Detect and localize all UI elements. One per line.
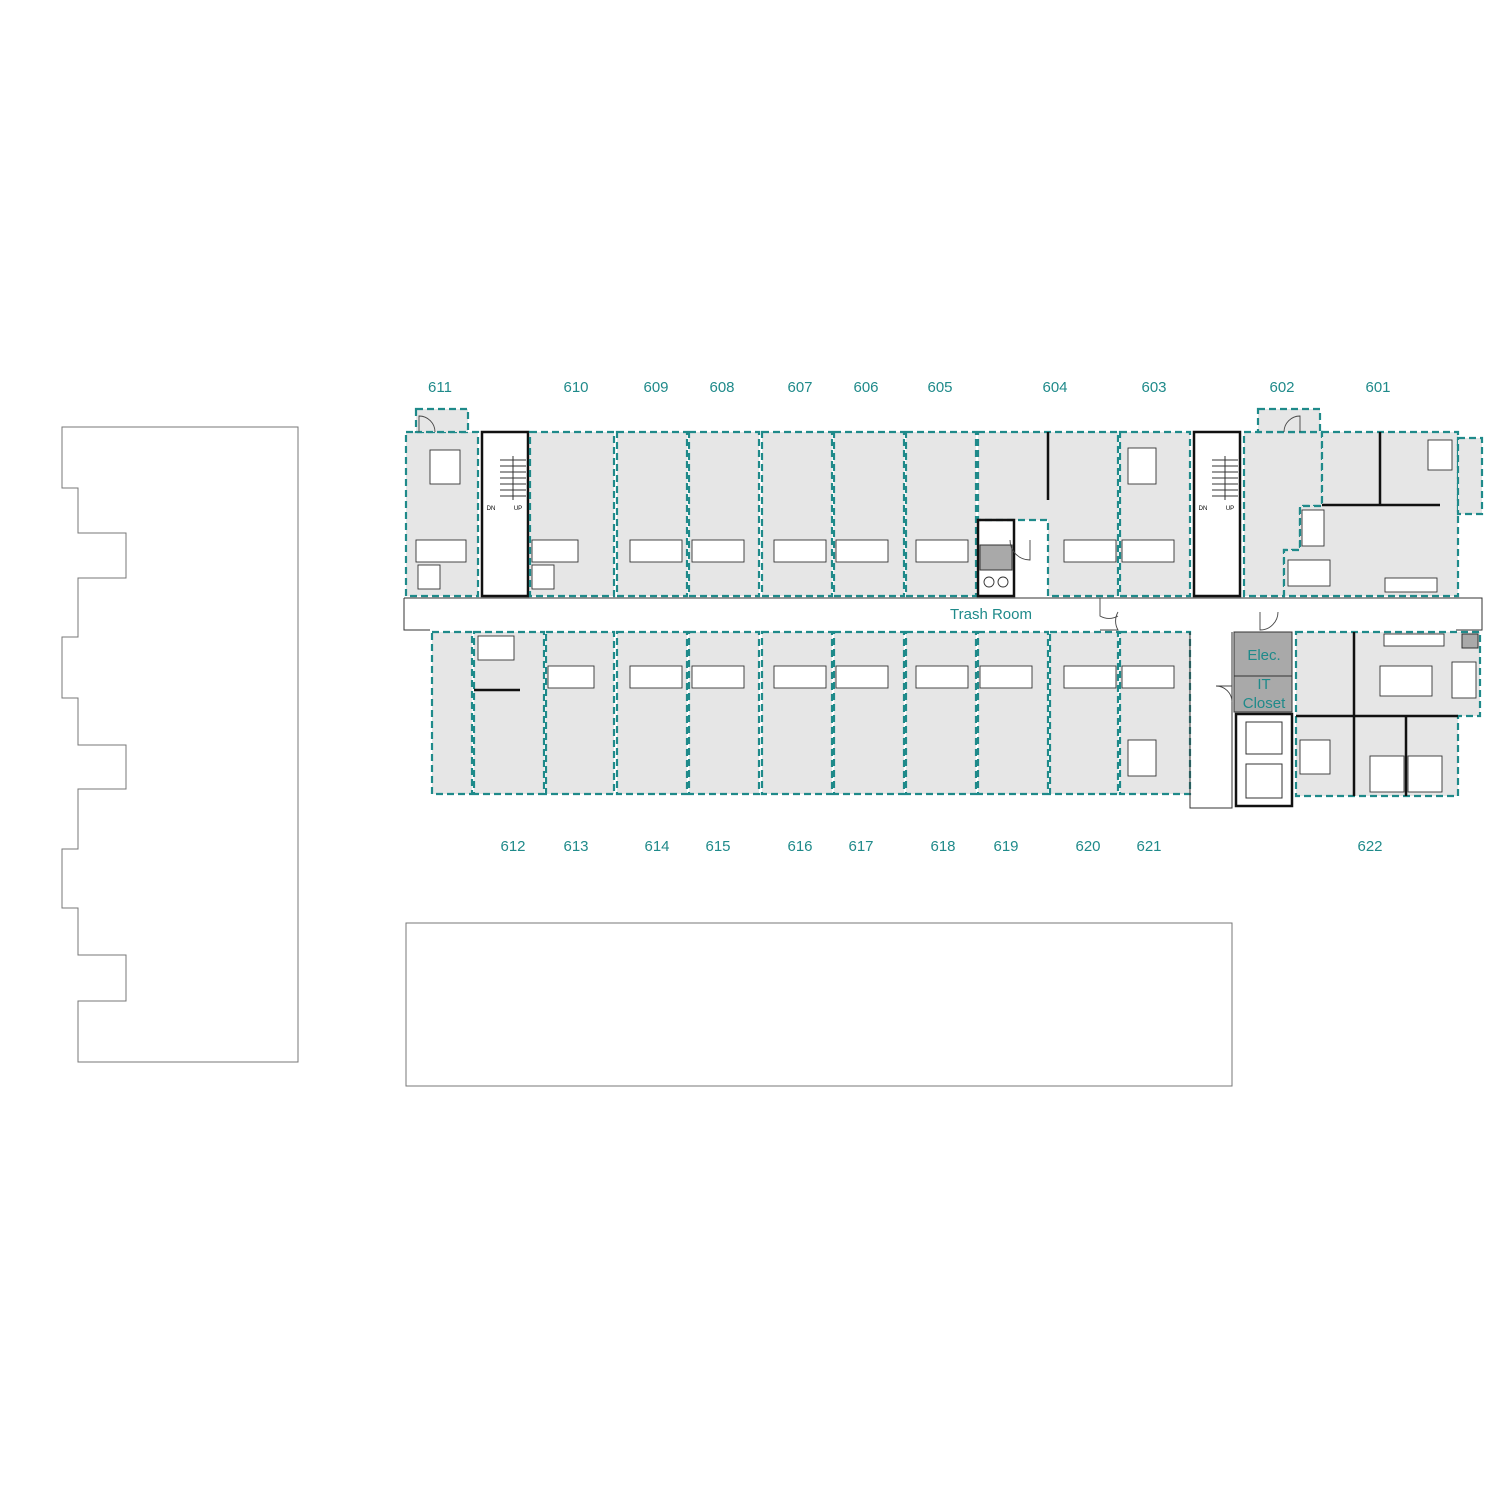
label-614: 614 — [644, 838, 669, 855]
label-611: 611 — [428, 379, 452, 396]
unit-609[interactable] — [615, 430, 689, 598]
it-closet — [1233, 675, 1293, 713]
label-608: 608 — [709, 379, 734, 396]
door-swings — [418, 415, 1301, 703]
building-core — [1189, 632, 1233, 809]
label-621: 621 — [1136, 838, 1161, 855]
unit-614[interactable] — [615, 630, 689, 796]
corridor — [403, 597, 1483, 631]
bottom-units — [430, 630, 1482, 809]
label-620: 620 — [1075, 838, 1100, 855]
unit-601-balcony — [1456, 436, 1484, 516]
unit-617[interactable] — [832, 630, 906, 796]
top-units — [404, 407, 1484, 598]
label-622: 622 — [1357, 838, 1382, 855]
stair-east-treads — [1212, 456, 1238, 500]
bottom-unit-labels: 612 613 614 615 616 617 618 619 620 621 … — [500, 838, 1382, 855]
label-617: 617 — [848, 838, 873, 855]
label-616: 616 — [787, 838, 812, 855]
unit-606[interactable] — [832, 430, 906, 598]
unit-619[interactable] — [976, 630, 1050, 796]
unit-605[interactable] — [904, 430, 978, 598]
label-603: 603 — [1141, 379, 1166, 396]
stair-small — [1461, 633, 1479, 649]
label-607: 607 — [787, 379, 812, 396]
unit-612-balcony — [430, 630, 474, 796]
stair-up-label: UP — [1226, 506, 1234, 512]
bin-icon — [997, 576, 1009, 588]
it-closet-label-line1: IT — [1257, 676, 1270, 693]
elevator-car — [1245, 763, 1283, 799]
adjacent-building-outline — [61, 426, 299, 1063]
label-619: 619 — [993, 838, 1018, 855]
stair-dn-label: DN — [1199, 506, 1208, 512]
unit-615[interactable] — [687, 630, 761, 796]
label-609: 609 — [643, 379, 668, 396]
label-612: 612 — [500, 838, 525, 855]
label-615: 615 — [705, 838, 730, 855]
adjacent-building-outline-bottom — [405, 922, 1233, 1087]
trash-chute — [979, 544, 1013, 571]
elevator-car — [1245, 721, 1283, 755]
label-606: 606 — [853, 379, 878, 396]
top-bathroom-pods — [415, 439, 1453, 593]
label-601: 601 — [1365, 379, 1390, 396]
elec-room-label: Elec. — [1247, 647, 1280, 664]
label-604: 604 — [1042, 379, 1067, 396]
unit-620[interactable] — [1048, 630, 1120, 796]
stair-dn-label: DN — [487, 506, 496, 512]
unit-613[interactable] — [544, 630, 616, 796]
unit-618[interactable] — [904, 630, 978, 796]
unit-616[interactable] — [760, 630, 834, 796]
unit-608[interactable] — [687, 430, 761, 598]
label-605: 605 — [927, 379, 952, 396]
label-613: 613 — [563, 838, 588, 855]
top-unit-labels: 611 610 609 608 607 606 605 604 603 602 … — [428, 379, 1390, 396]
it-closet-label-line2: Closet — [1243, 695, 1286, 712]
stair-west — [480, 430, 530, 598]
stair-east — [1192, 430, 1242, 598]
elevator-shaft — [1234, 712, 1294, 808]
trash-room-label: Trash Room — [950, 606, 1032, 623]
label-610: 610 — [563, 379, 588, 396]
trash-room — [976, 518, 1016, 598]
unit-611-balcony — [414, 407, 470, 434]
label-602: 602 — [1269, 379, 1294, 396]
bin-icon — [983, 576, 995, 588]
bottom-bathroom-pods — [477, 633, 1477, 793]
unit-612[interactable] — [472, 630, 546, 796]
label-618: 618 — [930, 838, 955, 855]
stair-up-label: UP — [514, 506, 522, 512]
unit-607[interactable] — [760, 430, 834, 598]
stair-west-treads — [500, 456, 526, 500]
